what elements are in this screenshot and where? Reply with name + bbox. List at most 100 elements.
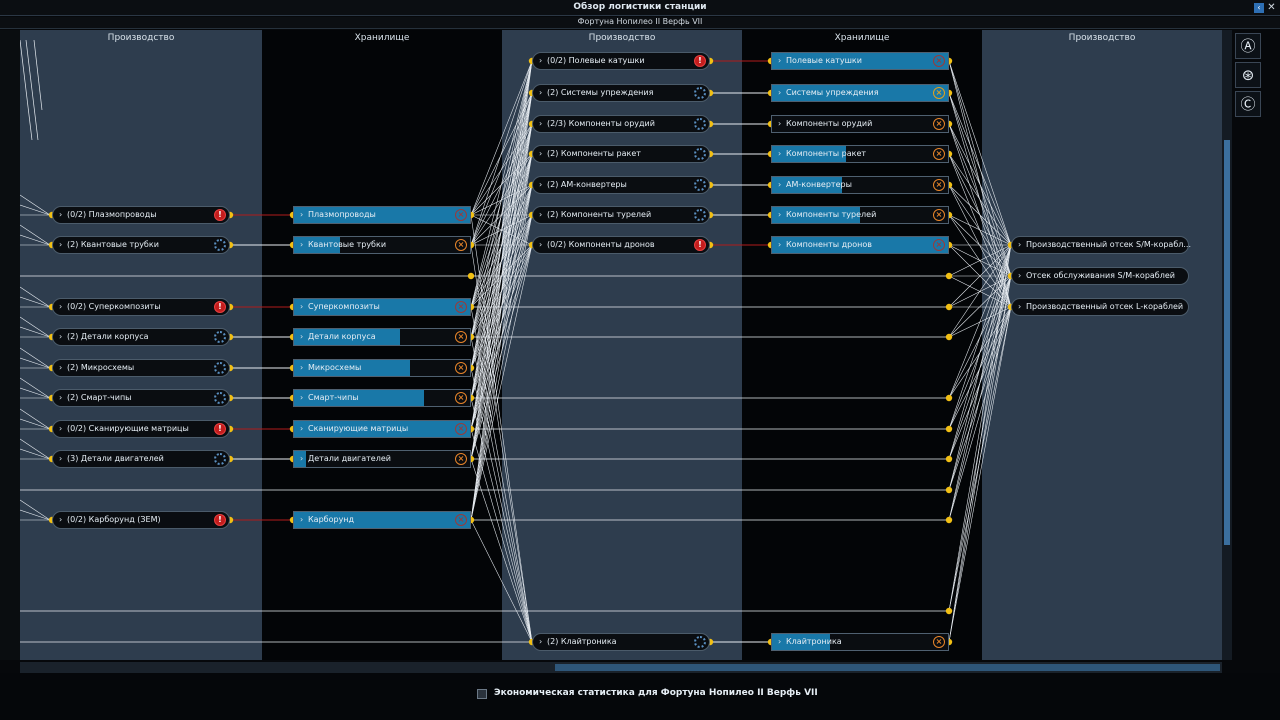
node-label: ›(2) Системы упреждения — [533, 88, 653, 97]
automation-button[interactable]: Ⓐ — [1235, 33, 1261, 59]
node-text: (2) Детали корпуса — [67, 332, 149, 341]
node-text: (0/2) Плазмопроводы — [67, 210, 157, 219]
storage-fill-bar — [294, 360, 411, 376]
cross-icon: × — [455, 423, 467, 435]
production-node[interactable]: ›(2) Смарт-чипы — [52, 389, 230, 407]
chevron-right-icon: › — [300, 240, 304, 249]
production-node[interactable]: ›(2) АМ-конвертеры — [532, 176, 710, 194]
production-node[interactable]: ›(2) Компоненты ракет — [532, 145, 710, 163]
chevron-right-icon: › — [59, 424, 63, 433]
copyright-button[interactable]: Ⓒ — [1235, 91, 1261, 117]
production-node[interactable]: ›(2) Детали корпуса — [52, 328, 230, 346]
storage-node[interactable]: ›Клайтроника× — [771, 633, 949, 651]
chevron-right-icon: › — [300, 302, 304, 311]
node-label: ›(2) АМ-конвертеры — [533, 180, 627, 189]
chevron-right-icon: › — [539, 180, 543, 189]
storage-node[interactable]: ›Компоненты турелей× — [771, 206, 949, 224]
chevron-right-icon: › — [59, 240, 63, 249]
node-label: ›Микросхемы — [294, 363, 361, 372]
node-label: ›Производственный отсек S/M-корабл... — [1012, 240, 1191, 249]
production-node[interactable]: ›(0/2) Плазмопроводы! — [52, 206, 230, 224]
production-node[interactable]: ›(0/2) Сканирующие матрицы! — [52, 420, 230, 438]
node-label: ›(0/2) Компоненты дронов — [533, 240, 655, 249]
storage-fill-bar — [294, 512, 470, 528]
storage-node[interactable]: ›Системы упреждения× — [771, 84, 949, 102]
share-button[interactable]: ⊛ — [1235, 62, 1261, 88]
storage-fill-bar — [772, 634, 831, 650]
storage-node[interactable]: ›Смарт-чипы× — [293, 389, 471, 407]
economic-stats-checkbox[interactable] — [477, 689, 487, 699]
production-node[interactable]: ›(2/3) Компоненты орудий — [532, 115, 710, 133]
storage-node[interactable]: ›Компоненты орудий× — [771, 115, 949, 133]
node-label: ›Отсек обслуживания S/M-кораблей — [1012, 271, 1175, 280]
gear-icon — [214, 331, 226, 343]
production-node[interactable]: ›(2) Микросхемы — [52, 359, 230, 377]
production-node[interactable]: ›Производственный отсек S/M-корабл... — [1011, 236, 1191, 254]
node-text: (0/2) Сканирующие матрицы — [67, 424, 189, 433]
node-label: ›(2) Компоненты турелей — [533, 210, 651, 219]
column-header: Производство — [107, 33, 175, 43]
node-text: Производственный отсек L-кораблей — [1026, 302, 1184, 311]
production-node[interactable]: ›(0/2) Полевые катушки! — [532, 52, 710, 70]
letter-c-icon: Ⓒ — [1240, 95, 1256, 113]
production-node[interactable]: ›Отсек обслуживания S/M-кораблей — [1011, 267, 1189, 285]
chevron-right-icon: › — [300, 210, 304, 219]
gear-icon — [214, 392, 226, 404]
chevron-left-icon: ‹ — [1257, 3, 1261, 12]
node-text: Компоненты орудий — [786, 119, 873, 128]
vertical-scroll-thumb[interactable] — [1224, 140, 1230, 545]
gear-icon — [214, 453, 226, 465]
cross-icon: × — [933, 179, 945, 191]
production-node[interactable]: ›(0/2) Суперкомпозиты! — [52, 298, 230, 316]
node-label: ›Смарт-чипы — [294, 393, 359, 402]
storage-node[interactable]: ›Детали корпуса× — [293, 328, 471, 346]
production-node[interactable]: ›(2) Клайтроника — [532, 633, 710, 651]
chevron-right-icon: › — [59, 363, 63, 372]
storage-fill-bar — [294, 390, 425, 406]
node-text: (2) Компоненты ракет — [547, 149, 641, 158]
storage-node[interactable]: ›Сканирующие матрицы× — [293, 420, 471, 438]
storage-node[interactable]: ›Компоненты дронов× — [771, 236, 949, 254]
node-text: Компоненты турелей — [786, 210, 877, 219]
storage-node[interactable]: ›Квантовые трубки× — [293, 236, 471, 254]
storage-node[interactable]: ›Плазмопроводы× — [293, 206, 471, 224]
storage-node[interactable]: ›Карборунд× — [293, 511, 471, 529]
column-header: Хранилище — [834, 33, 890, 43]
storage-node[interactable]: ›Компоненты ракет× — [771, 145, 949, 163]
node-text: (0/2) Компоненты дронов — [547, 240, 655, 249]
production-node[interactable]: ›(0/2) Компоненты дронов! — [532, 236, 710, 254]
storage-node[interactable]: ›АМ-конвертеры × — [771, 176, 949, 194]
storage-node[interactable]: ›Детали двигателей× — [293, 450, 471, 468]
storage-node[interactable]: ›Микросхемы× — [293, 359, 471, 377]
node-text: (2) Смарт-чипы — [67, 393, 132, 402]
production-node[interactable]: ›(0/2) Карборунд (ЗЕМ)! — [52, 511, 230, 529]
cross-icon: × — [455, 209, 467, 221]
production-node[interactable]: ›(2) Квантовые трубки — [52, 236, 230, 254]
storage-node[interactable]: ›Суперкомпозиты× — [293, 298, 471, 316]
cross-icon: × — [455, 331, 467, 343]
exclamation-icon: ! — [694, 239, 706, 251]
node-label: › (0/2) Сканирующие матрицы — [53, 424, 189, 433]
node-text: Отсек обслуживания S/M-кораблей — [1026, 271, 1175, 280]
column-production-3: Производство — [982, 30, 1222, 660]
node-label: ›Карборунд — [294, 515, 354, 524]
cross-icon: × — [933, 209, 945, 221]
production-node[interactable]: ›(2) Компоненты турелей — [532, 206, 710, 224]
node-label: ›(2) Компоненты ракет — [533, 149, 641, 158]
node-label: ›АМ-конвертеры — [772, 180, 852, 189]
production-node[interactable]: ›(2) Системы упреждения — [532, 84, 710, 102]
collapse-button[interactable]: ‹ — [1254, 3, 1264, 13]
cross-icon: × — [933, 87, 945, 99]
node-text: Микросхемы — [308, 363, 362, 372]
cross-icon: × — [933, 239, 945, 251]
storage-node[interactable]: ›Полевые катушки× — [771, 52, 949, 70]
node-label: ›Квантовые трубки — [294, 240, 386, 249]
chevron-right-icon: › — [539, 56, 543, 65]
production-node[interactable]: ›(3) Детали двигателей — [52, 450, 230, 468]
horizontal-scroll-thumb[interactable] — [555, 664, 1220, 671]
close-button[interactable]: ✕ — [1266, 2, 1277, 13]
storage-fill-bar — [294, 237, 340, 253]
node-label: ›Компоненты ракет — [772, 149, 866, 158]
chevron-right-icon: › — [300, 454, 304, 463]
production-node[interactable]: ›Производственный отсек L-кораблей — [1011, 298, 1189, 316]
